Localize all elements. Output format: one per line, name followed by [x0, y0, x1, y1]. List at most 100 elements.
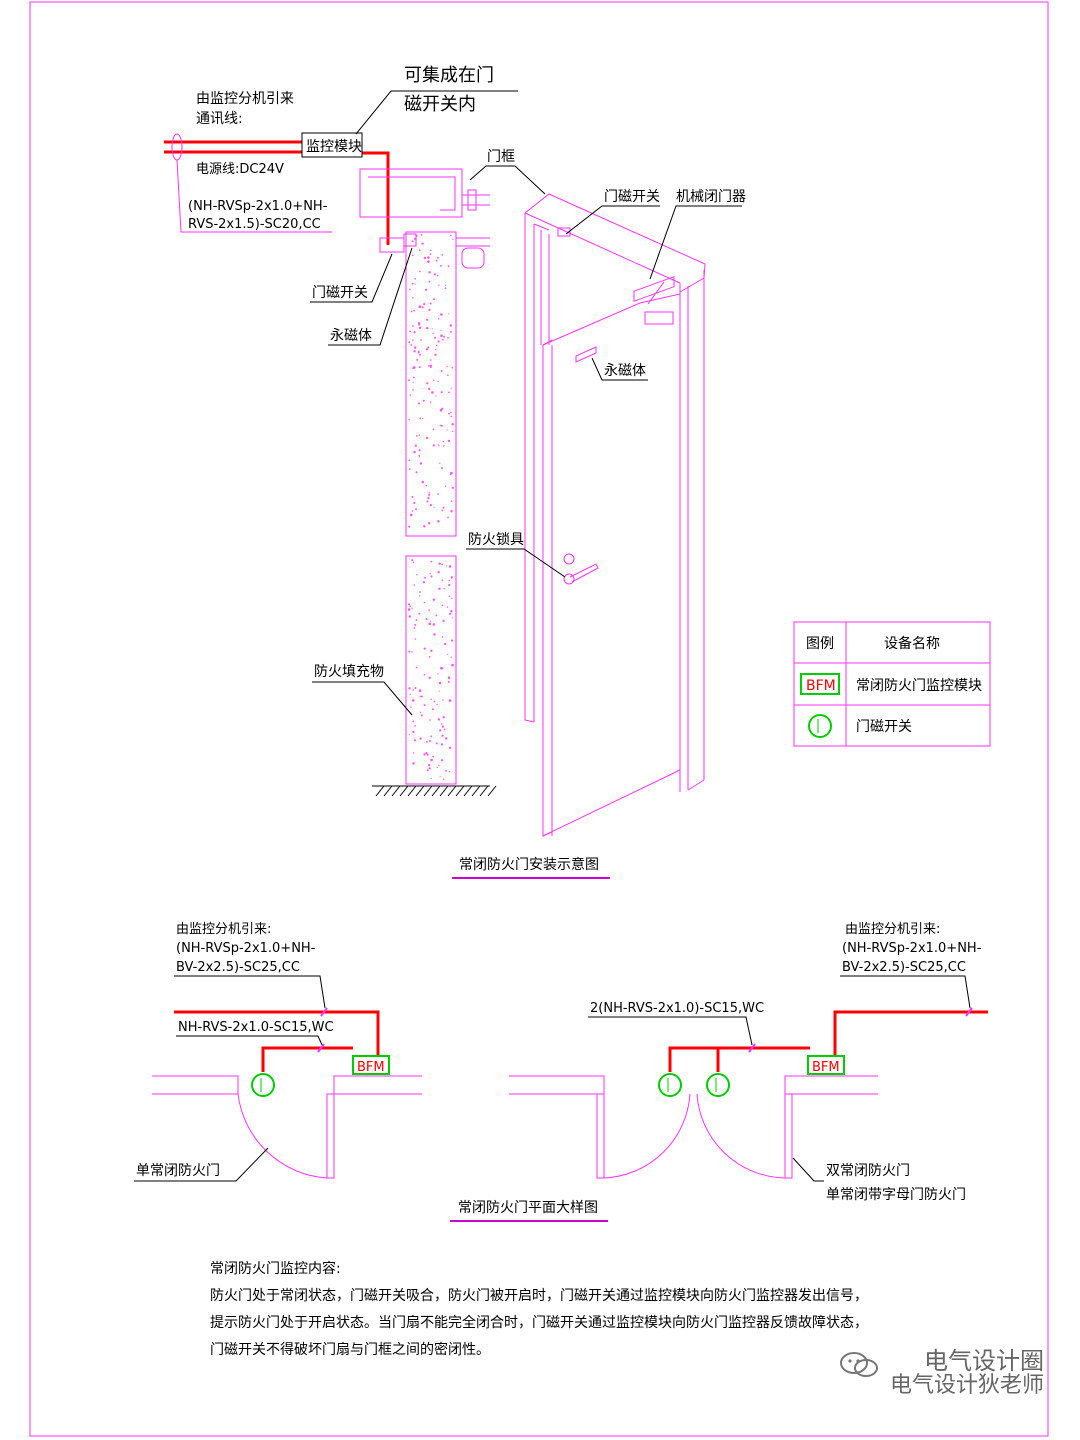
callout-top-line2: 磁开关内: [404, 94, 476, 115]
cable-leader: [176, 159, 332, 233]
left-door-switch: [251, 1073, 275, 1097]
fill-speckle: [428, 609, 431, 611]
fill-speckle: [409, 394, 412, 396]
right-src-line2: (NH-RVSp-2x1.0+NH-: [842, 941, 982, 956]
fill-speckle: [412, 376, 415, 379]
fill-speckle: [427, 496, 430, 500]
ground-hatch-line: [431, 785, 441, 797]
watermark: 电气设计圈 电气设计狄老师: [839, 1348, 1044, 1398]
fill-speckle: [441, 563, 444, 566]
fill-speckle: [429, 504, 432, 507]
fill-speckle: [425, 618, 428, 621]
fill-speckle: [439, 729, 442, 732]
fill-speckle: [448, 412, 450, 415]
fill-speckle: [450, 510, 453, 513]
fill-speckle: [413, 237, 416, 240]
fill-speckle: [441, 407, 444, 410]
fill-speckle: [436, 766, 438, 769]
ground-hatch-line: [407, 785, 417, 797]
fill-speckle: [423, 303, 426, 306]
fill-speckle: [408, 418, 410, 421]
fill-speckle: [418, 454, 421, 457]
fill-speckle: [450, 411, 452, 414]
power-label: 电源线:DC24V: [196, 162, 284, 177]
fill-speckle: [450, 610, 453, 613]
fill-speckle: [443, 728, 446, 731]
left-src-line3: BV-2x2.5)-SC25,CC: [176, 960, 300, 975]
right-door-leader: [792, 1157, 824, 1182]
fill-speckle: [440, 424, 443, 427]
ground-hatch-line: [423, 785, 433, 797]
fill-speckle: [433, 298, 436, 301]
right-door-leaf-b: [784, 1093, 793, 1179]
fill-speckle: [438, 764, 440, 766]
fill-speckle: [431, 328, 433, 330]
fill-speckle: [426, 769, 429, 772]
fill-speckle: [423, 674, 426, 676]
left-branch-tick: [317, 1043, 325, 1053]
left-cable-leader: [176, 1035, 323, 1046]
fill-speckle: [435, 742, 438, 745]
plan-title: 常闭防火门平面大样图: [458, 1200, 598, 1216]
monitor-module-box: [301, 132, 363, 158]
fill-speckle: [425, 740, 428, 743]
fill-speckle: [421, 242, 424, 245]
fill-speckle: [441, 604, 444, 607]
fill-speckle: [432, 755, 434, 758]
fill-speckle: [451, 486, 454, 489]
switch-wire: [362, 151, 390, 245]
fill-speckle: [432, 598, 436, 601]
fill-speckle: [452, 238, 454, 240]
fill-speckle: [414, 283, 416, 285]
fill-speckle: [422, 242, 425, 244]
fill-speckle: [446, 606, 449, 608]
legend-col-name: 设备名称: [884, 635, 940, 652]
fill-speckle: [418, 689, 422, 692]
fill-speckle: [439, 409, 443, 412]
fill-speckle: [451, 367, 454, 369]
fill-speckle: [426, 348, 429, 351]
door-frame-leader-2: [469, 165, 487, 181]
fill-speckle: [432, 428, 435, 431]
fill-speckle: [447, 676, 451, 680]
fill-speckle: [430, 359, 432, 361]
fill-speckle: [411, 607, 413, 609]
fill-speckle: [415, 619, 418, 622]
callout-top-leader: [355, 90, 518, 135]
fill-speckle: [442, 699, 444, 701]
fill-speckle: [445, 769, 447, 772]
mid-cable-leader: [588, 1016, 753, 1046]
fill-speckle: [443, 335, 445, 338]
fill-speckle: [447, 516, 449, 519]
fill-speckle: [419, 595, 421, 597]
fill-speckle: [429, 366, 432, 368]
fill-speckle: [413, 739, 416, 742]
fill-speckle: [448, 770, 451, 773]
fill-speckle: [426, 382, 429, 385]
fill-speckle: [423, 601, 426, 604]
lock-label: 防火锁具: [468, 532, 524, 548]
fill-speckle: [451, 597, 453, 600]
fill-speckle: [413, 501, 416, 504]
fill-speckle: [445, 737, 448, 740]
fill-speckle: [446, 429, 448, 431]
fill-speckle: [437, 340, 440, 343]
right-branch-tick: [748, 1043, 756, 1053]
fill-speckle: [433, 506, 435, 508]
fill-speckle: [448, 579, 451, 582]
fill-speckle: [412, 720, 415, 723]
fill-speckle: [448, 565, 452, 568]
legend-bfm-symbol: [800, 673, 840, 695]
fill-speckle: [418, 305, 422, 309]
fill-speckle: [439, 462, 441, 464]
fill-speckle: [418, 449, 421, 452]
fill-speckle: [440, 370, 443, 372]
fill-speckle: [430, 649, 433, 652]
fill-speckle: [444, 284, 447, 286]
left-door-label: 单常闭防火门: [136, 1163, 220, 1179]
fill-speckle: [422, 399, 425, 402]
fill-speckle: [429, 719, 431, 721]
fill-speckle: [425, 288, 428, 291]
left-bfm-box: [352, 1055, 390, 1075]
